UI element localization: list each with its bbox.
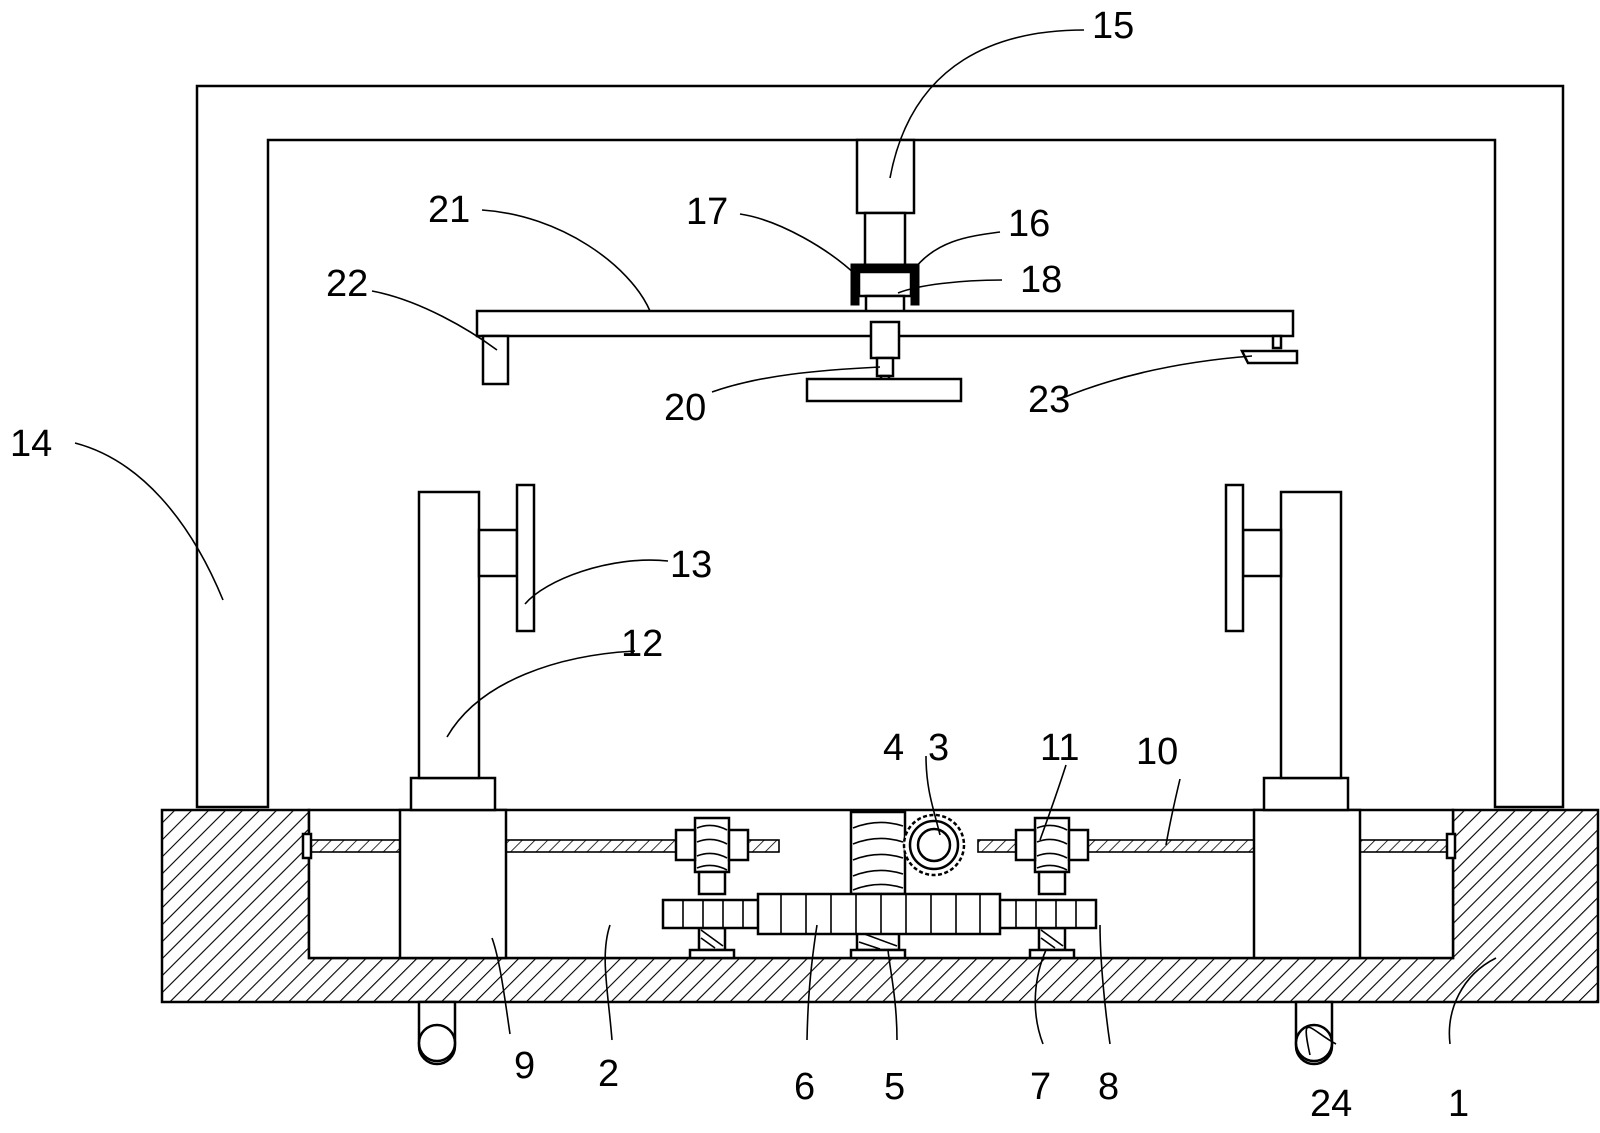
- worm-shaft: [849, 810, 907, 960]
- label-2: 2: [598, 1053, 619, 1095]
- label-5: 5: [884, 1066, 905, 1108]
- wheel-right: [1294, 1000, 1334, 1066]
- label-12: 12: [621, 623, 663, 665]
- label-13: 13: [670, 544, 712, 586]
- slider-left: [398, 776, 508, 960]
- cylinder: [855, 138, 916, 267]
- worm-gear: [902, 813, 966, 877]
- column-right: [1279, 490, 1343, 780]
- wheel-left: [417, 1000, 457, 1066]
- label-9: 9: [514, 1045, 535, 1087]
- label-17: 17: [686, 191, 728, 233]
- label-7: 7: [1030, 1066, 1051, 1108]
- label-6: 6: [794, 1066, 815, 1108]
- label-11: 11: [1040, 727, 1079, 769]
- post-left: [481, 334, 510, 386]
- label-8: 8: [1098, 1066, 1119, 1108]
- label-20: 20: [664, 387, 706, 429]
- gear-shaft: [661, 892, 1098, 936]
- label-24: 24: [1310, 1083, 1352, 1125]
- label-18: 18: [1020, 259, 1062, 301]
- polishing-disc: [805, 377, 963, 403]
- label-14: 14: [10, 423, 52, 465]
- spindle: [869, 320, 901, 382]
- label-15: 15: [1092, 5, 1134, 47]
- label-22: 22: [326, 263, 368, 305]
- label-1: 1: [1448, 1083, 1469, 1125]
- label-3: 3: [928, 727, 949, 769]
- label-10: 10: [1136, 731, 1178, 773]
- label-21: 21: [428, 189, 470, 231]
- frame: [195, 84, 1565, 809]
- label-4: 4: [883, 727, 904, 769]
- column-left: [417, 490, 481, 780]
- clamp-right: [1224, 483, 1283, 633]
- clamp-left: [477, 483, 536, 633]
- label-23: 23: [1028, 379, 1070, 421]
- sensor-right: [1239, 334, 1299, 365]
- leader-lines: [74, 29, 1497, 1056]
- label-16: 16: [1008, 203, 1050, 245]
- reference-numerals: 15 16 17 18 21 22 20 23 14 13 12 4 3 11 …: [10, 5, 1469, 1125]
- slider-right: [1252, 776, 1362, 960]
